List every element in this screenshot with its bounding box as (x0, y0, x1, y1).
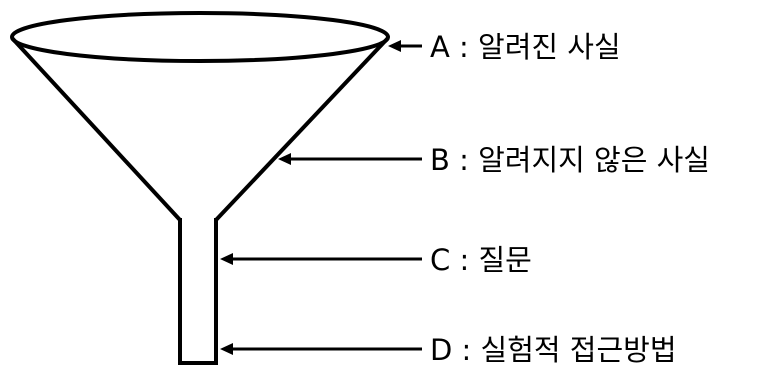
arrow-a (388, 40, 422, 52)
arrow-d (220, 343, 422, 355)
label-d: D : 실험적 접근방법 (430, 333, 677, 367)
funnel-left-side (10, 36, 182, 222)
arrow-c (220, 253, 422, 265)
labels: A : 알려진 사실 B : 알려지지 않은 사실 C : 질문 D : 실험적… (430, 30, 710, 367)
label-a: A : 알려진 사실 (430, 30, 621, 64)
arrow-b (278, 153, 422, 165)
label-c: C : 질문 (430, 243, 532, 277)
arrows (220, 40, 422, 355)
label-b: B : 알려지지 않은 사실 (430, 143, 710, 177)
funnel (10, 11, 390, 365)
funnel-right-side (214, 36, 390, 222)
funnel-rim (10, 11, 390, 63)
